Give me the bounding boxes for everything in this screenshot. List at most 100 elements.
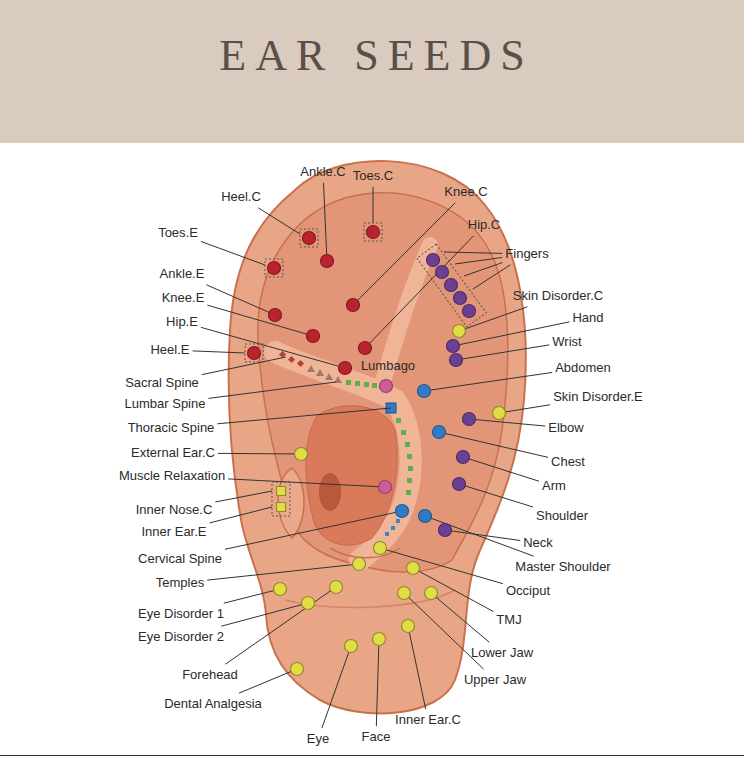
acupoint-dot	[396, 505, 409, 518]
acupoint-dot	[463, 305, 476, 318]
point-label: Lumbago	[361, 358, 415, 374]
acupoint-dot	[380, 380, 393, 393]
point-label: Fingers	[505, 246, 548, 262]
acupoint-dot	[291, 663, 304, 676]
point-label: Eye Disorder 2	[138, 629, 224, 645]
leader-line	[225, 587, 336, 664]
point-label: TMJ	[496, 612, 521, 628]
acupoint-dot	[353, 558, 366, 571]
cervical-marker	[391, 526, 395, 530]
acupoint-dot	[463, 413, 476, 426]
lumbar-marker	[364, 382, 369, 387]
leader-line	[206, 285, 275, 315]
leader-line	[380, 548, 503, 584]
leader-line	[221, 603, 308, 626]
sacral-marker	[316, 369, 324, 376]
thoracic-marker	[396, 418, 401, 423]
sacral-marker	[288, 356, 295, 363]
leader-line	[239, 669, 297, 693]
point-label: Skin Disorder.C	[513, 288, 603, 304]
leader-line	[499, 405, 550, 413]
acupoint-dot	[345, 640, 358, 653]
point-label: Chest	[551, 454, 585, 470]
point-label: Ankle.C	[300, 164, 346, 180]
point-label: Neck	[523, 535, 553, 551]
lumbar-marker	[372, 383, 377, 388]
point-label: Temples	[156, 575, 204, 591]
leader-line	[202, 357, 286, 375]
leader-line	[207, 305, 313, 336]
point-label: Dental Analgesia	[164, 696, 262, 712]
point-label: Knee.E	[162, 290, 205, 306]
leader-line	[376, 639, 379, 726]
leader-line	[408, 626, 426, 709]
point-label: Heel.C	[221, 189, 261, 205]
leader-line	[453, 322, 569, 346]
acupoint-dot	[427, 254, 440, 267]
acupoint-dot	[302, 597, 315, 610]
point-bracket	[265, 259, 283, 277]
point-label: Toes.E	[158, 225, 198, 241]
leader-line	[258, 208, 300, 234]
point-label: Hand	[572, 310, 603, 326]
leader-line	[459, 484, 533, 507]
acupoint-dot	[439, 524, 452, 537]
point-label: Lower Jaw	[471, 645, 533, 661]
leader-line	[215, 491, 272, 502]
point-label: Ankle.E	[160, 266, 205, 282]
acupoint-dot	[457, 451, 470, 464]
leader-line	[322, 646, 351, 728]
antitragus	[330, 548, 400, 558]
point-label: Occiput	[506, 583, 550, 599]
acupoint-dot	[425, 587, 438, 600]
dot-group	[245, 223, 506, 676]
point-label: Skin Disorder.E	[553, 389, 643, 405]
leader-line	[208, 382, 336, 398]
acupoint-dot	[339, 362, 352, 375]
acupoint-dot	[374, 542, 387, 555]
leader-group	[193, 183, 570, 728]
leader-line	[218, 453, 301, 455]
leader-line	[455, 257, 502, 264]
point-label: Muscle Relaxation	[119, 468, 225, 484]
acupoint-dot	[359, 342, 372, 355]
point-label: Inner Ear.C	[395, 712, 461, 728]
sacral-marker	[307, 365, 315, 372]
leader-line	[431, 593, 489, 642]
acupoint-dot	[402, 620, 415, 633]
thoracic-marker	[408, 466, 413, 471]
acupoint-dot	[268, 262, 281, 275]
acupoint-dot	[330, 581, 343, 594]
point-label: Elbow	[548, 420, 583, 436]
acupoint-dot	[321, 255, 334, 268]
acupoint-dot	[493, 407, 506, 420]
acupoint-dot	[433, 426, 446, 439]
acupoint-dot	[450, 354, 463, 367]
point-bracket	[300, 229, 318, 247]
point-label: Wrist	[552, 334, 581, 350]
leader-line	[445, 530, 520, 541]
acupoint-dot	[407, 562, 420, 575]
leader-line	[444, 252, 502, 253]
leader-line	[224, 589, 280, 603]
lumbar-marker	[355, 381, 360, 386]
thoracic-marker	[405, 442, 410, 447]
point-label: Thoracic Spine	[128, 420, 215, 436]
leader-line	[473, 265, 510, 289]
acupoint-dot	[453, 478, 466, 491]
yellow-square-point	[277, 487, 286, 496]
acupoint-dot	[373, 633, 386, 646]
point-label: Face	[362, 729, 391, 745]
cervical-marker	[396, 519, 400, 523]
antihelix-ridge	[275, 352, 411, 560]
fingers-bracket	[417, 244, 486, 327]
point-label: Cervical Spine	[138, 551, 222, 567]
leader-line	[217, 408, 391, 424]
leader-line	[207, 564, 359, 580]
acupoint-dot	[303, 232, 316, 245]
point-label: Forehead	[182, 667, 238, 683]
point-bracket	[245, 344, 263, 362]
thoracic-marker	[407, 454, 412, 459]
title: EAR SEEDS	[0, 30, 744, 83]
